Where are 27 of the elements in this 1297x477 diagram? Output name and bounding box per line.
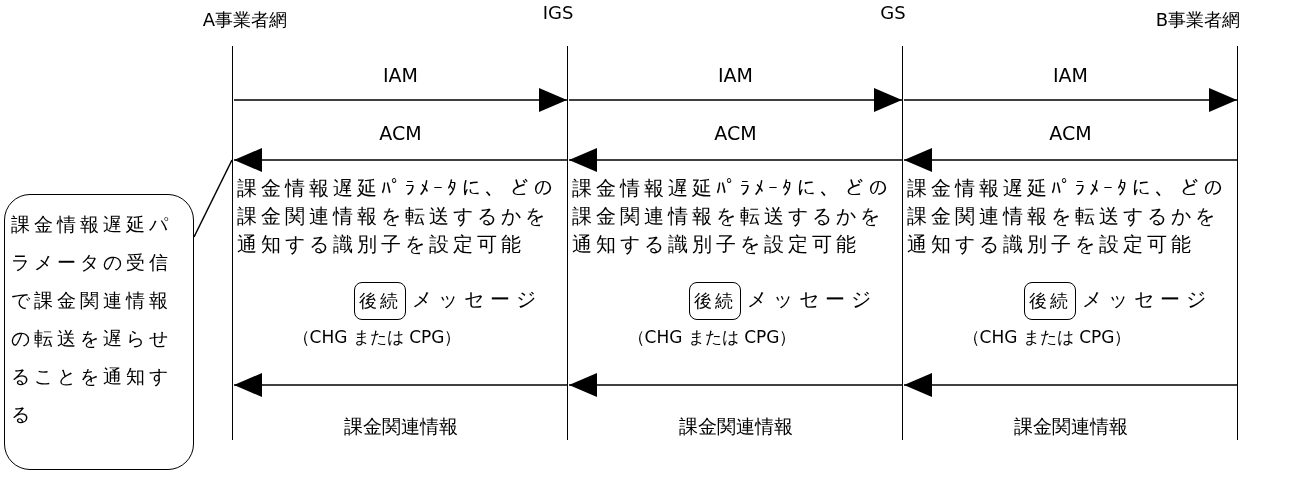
message-text: メッセージ <box>1082 286 1212 313</box>
note-text: 課金情報遅延ﾊﾟﾗﾒｰﾀに、どの課金関連情報を転送するかを通知する識別子を設定可能 <box>907 175 1228 258</box>
lifeline-label: B事業者網 <box>1155 8 1241 32</box>
message-type-text: （CHG または CPG） <box>292 326 462 349</box>
message-text: メッセージ <box>747 286 877 313</box>
message-type-text: （CHG または CPG） <box>962 326 1132 349</box>
arrow <box>568 373 903 397</box>
arrow <box>903 373 1238 397</box>
arrow <box>233 148 568 172</box>
arrow <box>568 148 903 172</box>
note-text: 課金情報遅延ﾊﾟﾗﾒｰﾀに、どの課金関連情報を転送するかを通知する識別子を設定可能 <box>237 175 558 258</box>
arrow <box>568 88 903 112</box>
lifeline-label: IGS <box>542 2 574 23</box>
message-box: 後続 <box>689 282 741 320</box>
arrow <box>903 88 1238 112</box>
arrow <box>233 373 568 397</box>
message-box: 後続 <box>1024 282 1076 320</box>
arrow <box>903 148 1238 172</box>
leader-line <box>193 159 233 238</box>
message-box: 後続 <box>354 282 406 320</box>
callout-box: 課金情報遅延パラメータの受信で課金関連情報の転送を遅らせることを通知する <box>4 194 194 470</box>
lifeline-label: A事業者網 <box>202 8 288 32</box>
message-type-text: （CHG または CPG） <box>627 326 797 349</box>
lifeline-label: GS <box>880 2 906 23</box>
arrow <box>233 88 568 112</box>
note-text: 課金情報遅延ﾊﾟﾗﾒｰﾀに、どの課金関連情報を転送するかを通知する識別子を設定可能 <box>572 175 893 258</box>
message-text: メッセージ <box>412 286 542 313</box>
